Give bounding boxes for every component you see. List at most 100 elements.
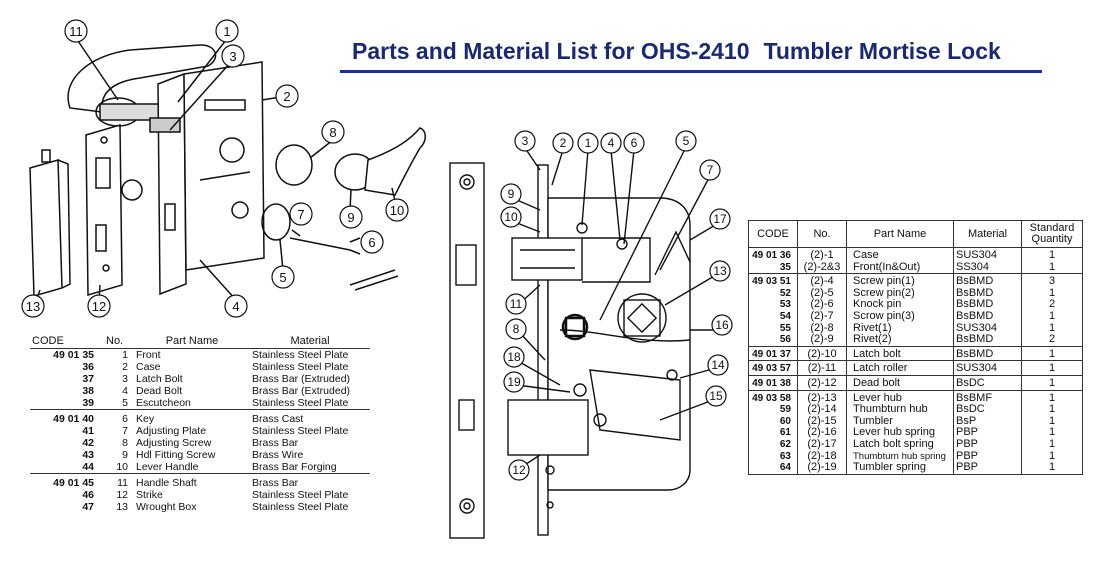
cell-qty: 1 — [1021, 389, 1083, 405]
cell-code: 54 — [748, 310, 798, 323]
callout-label: 14 — [711, 358, 725, 372]
cell-qty: 1 — [1021, 360, 1083, 376]
cell-qty: 1 — [1021, 246, 1083, 262]
cell-material: SUS304 — [953, 360, 1022, 376]
callout-label: 4 — [608, 136, 615, 150]
cell-code: 44 — [82, 461, 94, 473]
table-row: 38 4 Dead Bolt Brass Bar (Extruded) — [30, 385, 370, 397]
cell-material: BsBMD — [953, 273, 1022, 288]
cell-material: Brass Bar (Extruded) — [252, 385, 351, 397]
cell-code: 39 — [82, 397, 94, 409]
cell-name: Lever Handle — [136, 461, 199, 473]
cell-code: 62 — [748, 438, 798, 451]
cell-name: Thumbturn hub — [846, 404, 954, 416]
cell-no: 8 — [122, 437, 128, 449]
cell-code: 49 01 38 — [748, 374, 798, 391]
cell-no: 6 — [104, 409, 134, 425]
cell-code: 49 01 45 — [30, 473, 104, 489]
cell-qty: 1 — [1021, 438, 1083, 451]
callout-label: 2 — [283, 89, 290, 104]
callout-label: 12 — [512, 463, 526, 477]
cell-no: (2)-14 — [797, 404, 847, 416]
cell-name: Tumbler spring — [846, 461, 954, 475]
cell-no: 11 — [104, 473, 134, 489]
callout-label: 10 — [390, 203, 404, 218]
cell-name: Latch bolt — [846, 345, 954, 361]
cell-name: Dead bolt — [846, 374, 954, 391]
cell-name: Scrow pin(3) — [846, 310, 954, 323]
cell-name: Wrought Box — [136, 501, 197, 513]
cell-name: Latch roller — [846, 360, 954, 376]
cell-code: 49 01 40 — [30, 409, 104, 425]
cell-no: (2)-1 — [797, 246, 847, 262]
cell-no: 7 — [122, 425, 128, 437]
col-standard-quantity: Standard Quantity — [1021, 220, 1083, 248]
callout-label: 3 — [229, 49, 236, 64]
cell-code: 61 — [748, 427, 798, 439]
cell-material: Brass Bar Forging — [252, 461, 337, 473]
cell-qty: 1 — [1021, 287, 1083, 300]
col-no: No. — [797, 220, 847, 248]
cell-no: (2)-11 — [797, 360, 847, 376]
cell-code: 43 — [82, 449, 94, 461]
title-underline — [340, 70, 1042, 73]
cell-name: Dead Bolt — [136, 385, 183, 397]
cell-name: Adjusting Screw — [136, 437, 212, 449]
cell-no: 4 — [122, 385, 128, 397]
cell-code: 38 — [82, 385, 94, 397]
cell-no: (2)-10 — [797, 345, 847, 361]
callout-label: 11 — [510, 297, 523, 311]
col-material: Material — [953, 220, 1022, 248]
col-part-name: Part Name — [134, 334, 250, 349]
cell-material: BsDC — [953, 374, 1022, 391]
cell-no: 13 — [116, 501, 128, 513]
callout-label: 1 — [585, 136, 592, 150]
cell-code: 64 — [748, 462, 798, 475]
callout-label: 13 — [713, 264, 727, 278]
cell-no: (2)-2&3 — [797, 261, 847, 274]
cell-no: (2)-4 — [797, 273, 847, 288]
cell-code: 49 03 57 — [748, 360, 798, 376]
callout-label: 8 — [513, 322, 520, 336]
cell-code: 53 — [748, 299, 798, 311]
cell-qty: 2 — [1021, 299, 1083, 311]
col-material: Material — [250, 334, 370, 349]
title-sub: Tumbler Mortise Lock — [763, 38, 1001, 64]
cell-material: SUS304 — [953, 246, 1022, 262]
callout-label: 6 — [631, 136, 638, 150]
cell-name: Latch bolt spring — [846, 438, 954, 451]
table-header-row: CODE No. Part Name Material Standard Qua… — [748, 220, 1083, 248]
callout-label: 7 — [297, 207, 304, 222]
cell-material: Stainless Steel Plate — [252, 361, 349, 373]
cell-no: 3 — [122, 373, 128, 385]
cell-qty: 2 — [1021, 333, 1083, 347]
cell-name: Handle Shaft — [134, 473, 250, 489]
callout-label: 7 — [707, 163, 714, 177]
cell-name: Latch Bolt — [136, 373, 183, 385]
col-part-name: Part Name — [846, 220, 954, 248]
cell-code: 60 — [748, 415, 798, 428]
cell-name: Key — [134, 409, 250, 425]
cell-material: Stainless Steel Plate — [252, 349, 349, 361]
cell-qty: 1 — [1021, 345, 1083, 361]
cell-name: Front — [136, 349, 161, 361]
cell-code: 47 — [82, 501, 94, 513]
cell-qty: 3 — [1021, 273, 1083, 288]
callout-label: 5 — [279, 270, 286, 285]
